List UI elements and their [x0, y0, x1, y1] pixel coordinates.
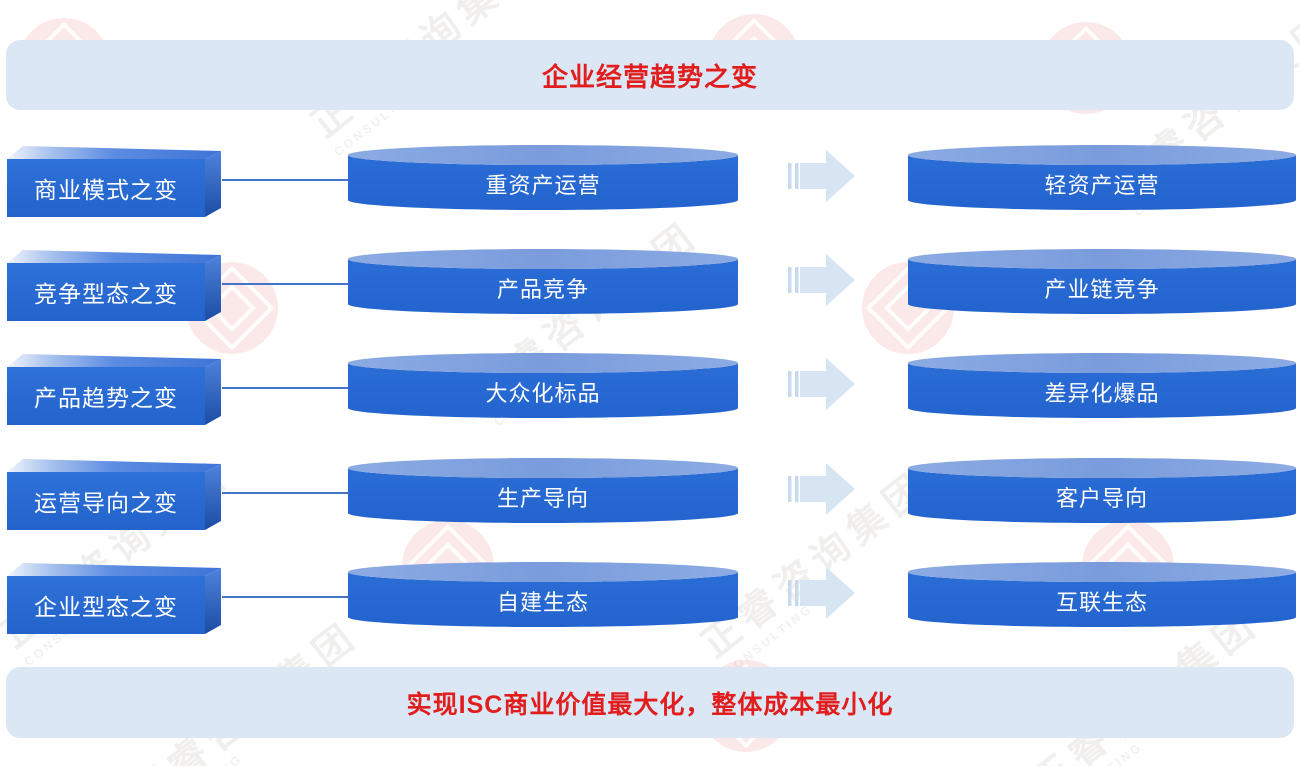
category-box: 企业型态之变	[5, 559, 223, 637]
trend-row: 产品趋势之变 大众化标品 差异化爆品	[0, 350, 1300, 454]
to-label: 产业链竞争	[1044, 277, 1160, 302]
to-cylinder: 产业链竞争	[908, 249, 1296, 317]
from-cylinder: 大众化标品	[348, 353, 738, 421]
connector-line	[222, 492, 348, 494]
footer-banner: 实现ISC商业价值最大化，整体成本最小化	[6, 667, 1294, 738]
from-label: 生产导向	[496, 486, 589, 511]
from-label: 重资产运营	[485, 173, 601, 198]
transition-arrow-icon	[788, 461, 856, 517]
category-label: 企业型态之变	[34, 594, 178, 620]
category-label: 运营导向之变	[34, 490, 178, 516]
from-label: 产品竞争	[496, 277, 589, 302]
category-box: 产品趋势之变	[5, 350, 223, 428]
from-cylinder: 重资产运营	[348, 145, 738, 213]
category-label: 商业模式之变	[34, 177, 178, 203]
footer-text: 实现ISC商业价值最大化，整体成本最小化	[406, 690, 894, 719]
from-label: 自建生态	[496, 590, 589, 615]
page-title: 企业经营趋势之变	[541, 61, 758, 92]
to-cylinder: 轻资产运营	[908, 145, 1296, 213]
from-label: 大众化标品	[485, 381, 601, 406]
transition-arrow-icon	[788, 565, 856, 621]
transition-arrow-icon	[788, 356, 856, 412]
transition-arrow-icon	[788, 252, 856, 308]
category-box: 运营导向之变	[5, 455, 223, 533]
to-cylinder: 客户导向	[908, 458, 1296, 526]
to-label: 差异化爆品	[1044, 381, 1160, 406]
from-cylinder: 自建生态	[348, 562, 738, 630]
connector-line	[222, 596, 348, 598]
trend-row: 运营导向之变 生产导向 客户导向	[0, 455, 1300, 559]
transition-arrow-icon	[788, 148, 856, 204]
from-cylinder: 产品竞争	[348, 249, 738, 317]
trend-row: 竞争型态之变 产品竞争 产业链竞争	[0, 246, 1300, 350]
from-cylinder: 生产导向	[348, 458, 738, 526]
to-cylinder: 差异化爆品	[908, 353, 1296, 421]
to-cylinder: 互联生态	[908, 562, 1296, 630]
category-label: 竞争型态之变	[34, 281, 178, 307]
connector-line	[222, 179, 348, 181]
to-label: 客户导向	[1055, 486, 1148, 511]
category-label: 产品趋势之变	[34, 385, 178, 411]
connector-line	[222, 387, 348, 389]
trend-row: 企业型态之变 自建生态 互联生态	[0, 559, 1300, 663]
category-box: 商业模式之变	[5, 142, 223, 220]
to-label: 互联生态	[1055, 590, 1148, 615]
category-box: 竞争型态之变	[5, 246, 223, 324]
header-banner: 企业经营趋势之变	[6, 40, 1294, 110]
trend-row: 商业模式之变 重资产运营 轻资产运营	[0, 142, 1300, 246]
connector-line	[222, 283, 348, 285]
to-label: 轻资产运营	[1044, 173, 1160, 198]
